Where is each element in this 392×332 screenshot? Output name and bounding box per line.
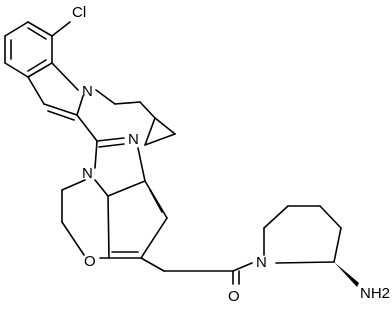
bond bbox=[107, 180, 146, 197]
n-indole-label: N bbox=[82, 83, 93, 100]
bond bbox=[47, 110, 75, 121]
bond bbox=[144, 133, 176, 146]
bond bbox=[275, 261, 335, 264]
bond bbox=[27, 27, 47, 40]
bond bbox=[27, 21, 53, 37]
bond bbox=[114, 101, 141, 105]
bonds bbox=[4, 21, 342, 285]
bond bbox=[76, 95, 84, 116]
bond bbox=[51, 21, 71, 37]
o-ring-label: O bbox=[84, 253, 96, 270]
bond bbox=[98, 143, 125, 148]
bond bbox=[76, 114, 98, 142]
bond bbox=[140, 217, 168, 259]
bond bbox=[140, 257, 165, 272]
bond bbox=[94, 179, 109, 197]
bond bbox=[149, 189, 163, 213]
bond bbox=[333, 227, 342, 263]
bond bbox=[94, 140, 98, 169]
bond bbox=[154, 117, 176, 135]
n-imidazole-label: N bbox=[128, 131, 139, 148]
bond bbox=[27, 59, 47, 72]
bond bbox=[107, 195, 110, 259]
bond bbox=[51, 62, 79, 91]
wedge-bond bbox=[334, 262, 359, 287]
bond bbox=[144, 117, 156, 146]
o-carbonyl-label: O bbox=[228, 288, 240, 305]
bond bbox=[43, 103, 78, 116]
bond bbox=[4, 62, 29, 78]
bond bbox=[61, 179, 86, 191]
bond bbox=[95, 89, 116, 105]
bond bbox=[137, 147, 146, 182]
bond bbox=[96, 137, 125, 142]
bond bbox=[27, 76, 45, 105]
bond bbox=[263, 205, 289, 229]
bond bbox=[61, 221, 85, 256]
bond bbox=[27, 62, 53, 78]
n-fused-label: N bbox=[82, 165, 93, 182]
nh2-label: NH2 bbox=[360, 285, 390, 302]
atom-labels: Cl N N N O O N NH2 bbox=[72, 4, 390, 305]
bond bbox=[232, 262, 253, 272]
bond bbox=[139, 101, 156, 119]
bond bbox=[4, 21, 29, 37]
bond bbox=[319, 205, 342, 229]
cl-label: Cl bbox=[72, 4, 86, 21]
n-piperidine-label: N bbox=[256, 254, 267, 271]
